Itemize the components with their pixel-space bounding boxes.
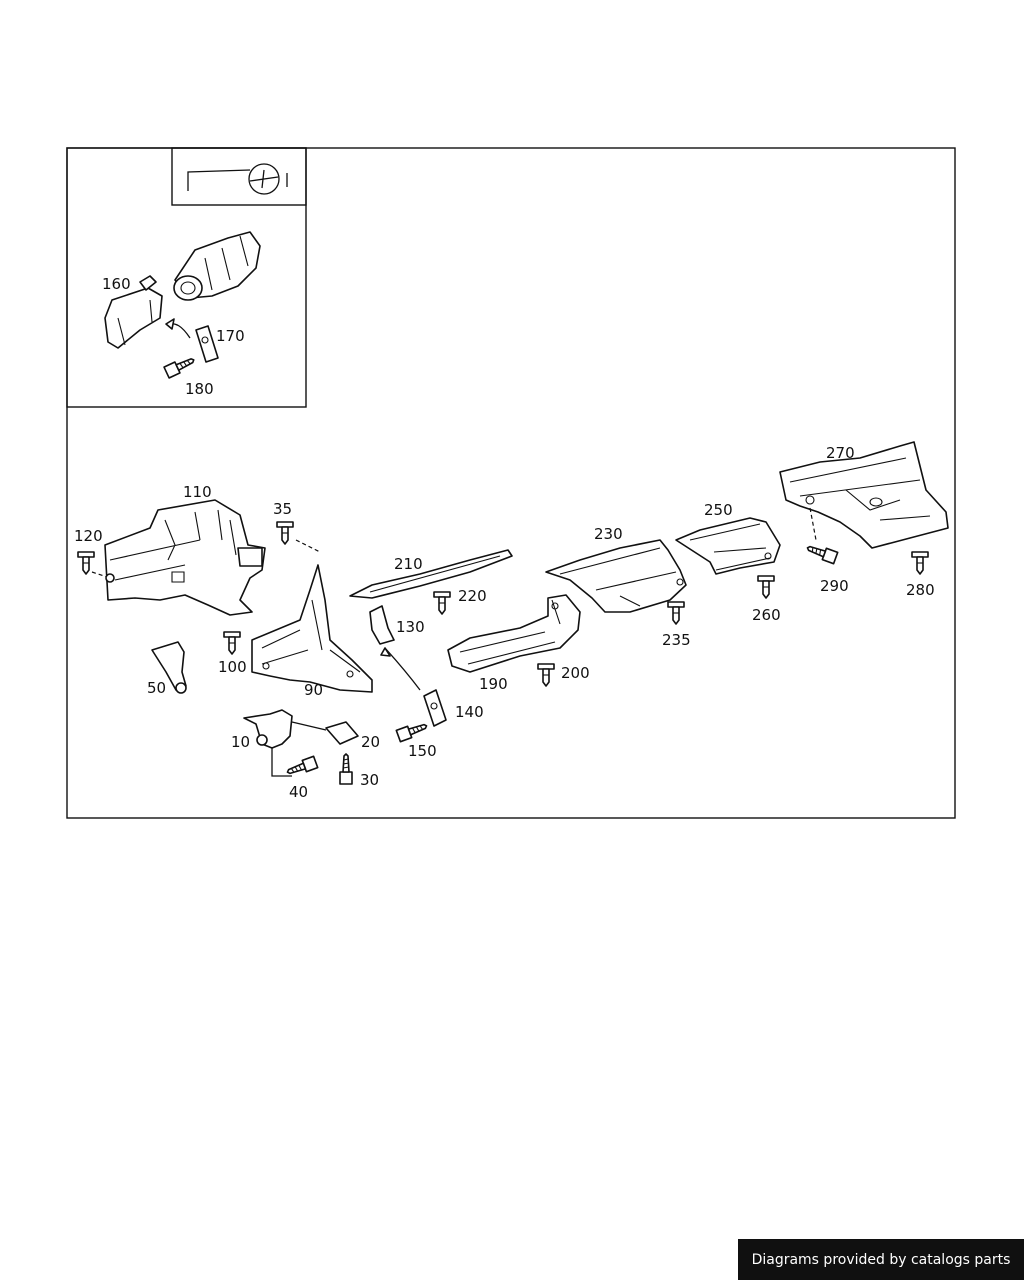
part-140-plate [423, 689, 447, 727]
callout-110: 110 [183, 483, 212, 501]
callout-170: 170 [216, 327, 245, 345]
part-270-heat-shield [779, 441, 949, 549]
part-10-bracket [243, 709, 293, 749]
part-180-screw [163, 353, 198, 379]
leader-10-40 [271, 748, 292, 777]
callout-30: 30 [360, 771, 379, 789]
diagram-frame [66, 147, 956, 819]
callout-280: 280 [906, 581, 935, 599]
steering-column-lock-icon [171, 147, 307, 206]
callout-290: 290 [820, 577, 849, 595]
part-50-bracket [151, 641, 187, 694]
callout-230: 230 [594, 525, 623, 543]
part-30-screw [339, 753, 353, 785]
callout-260: 260 [752, 606, 781, 624]
callout-10: 10 [231, 733, 250, 751]
part-290-screw [804, 541, 839, 565]
part-190-heat-shield [447, 594, 581, 673]
part-210-heat-shield [349, 549, 513, 599]
arrow-head-130 [380, 647, 391, 657]
part-200-clip [537, 663, 555, 687]
leader-35 [295, 539, 321, 553]
callout-35: 35 [273, 500, 292, 518]
callout-235: 235 [662, 631, 691, 649]
callout-160: 160 [102, 275, 131, 293]
part-170-plate [195, 325, 219, 363]
callout-130: 130 [396, 618, 425, 636]
callout-270: 270 [826, 444, 855, 462]
callout-250: 250 [704, 501, 733, 519]
part-90-heat-shield [251, 564, 373, 693]
callout-150: 150 [408, 742, 437, 760]
callout-190: 190 [479, 675, 508, 693]
part-130-cover [369, 605, 395, 645]
callout-210: 210 [394, 555, 423, 573]
callout-120: 120 [74, 527, 103, 545]
part-230-heat-shield [545, 539, 687, 613]
part-260-clip [757, 575, 775, 599]
callout-100: 100 [218, 658, 247, 676]
credit-text: Diagrams provided by catalogs parts [751, 1251, 1011, 1268]
callout-180: 180 [185, 380, 214, 398]
part-250-heat-shield [675, 517, 781, 575]
callout-200: 200 [561, 664, 590, 682]
part-120-clip [77, 551, 95, 575]
part-100-clip [223, 631, 241, 655]
leader-290 [809, 507, 817, 541]
part-160-lock-cylinder [104, 231, 261, 349]
callout-90: 90 [304, 681, 323, 699]
part-235-clip [667, 601, 685, 625]
part-20-clip-nut [325, 721, 359, 745]
part-220-clip [433, 591, 451, 615]
callout-220: 220 [458, 587, 487, 605]
callout-20: 20 [361, 733, 380, 751]
callout-50: 50 [147, 679, 166, 697]
callout-140: 140 [455, 703, 484, 721]
credit-banner: Diagrams provided by catalogs parts [738, 1239, 1024, 1280]
leader-10-20 [291, 721, 327, 731]
part-150-screw [395, 719, 430, 743]
arrow-head [165, 318, 175, 330]
callout-40: 40 [289, 783, 308, 801]
assembly-arrow-130 [384, 647, 421, 691]
part-110-heat-shield [104, 499, 266, 616]
part-40-screw [284, 755, 319, 779]
part-35-clip [276, 521, 294, 545]
part-280-clip [911, 551, 929, 575]
